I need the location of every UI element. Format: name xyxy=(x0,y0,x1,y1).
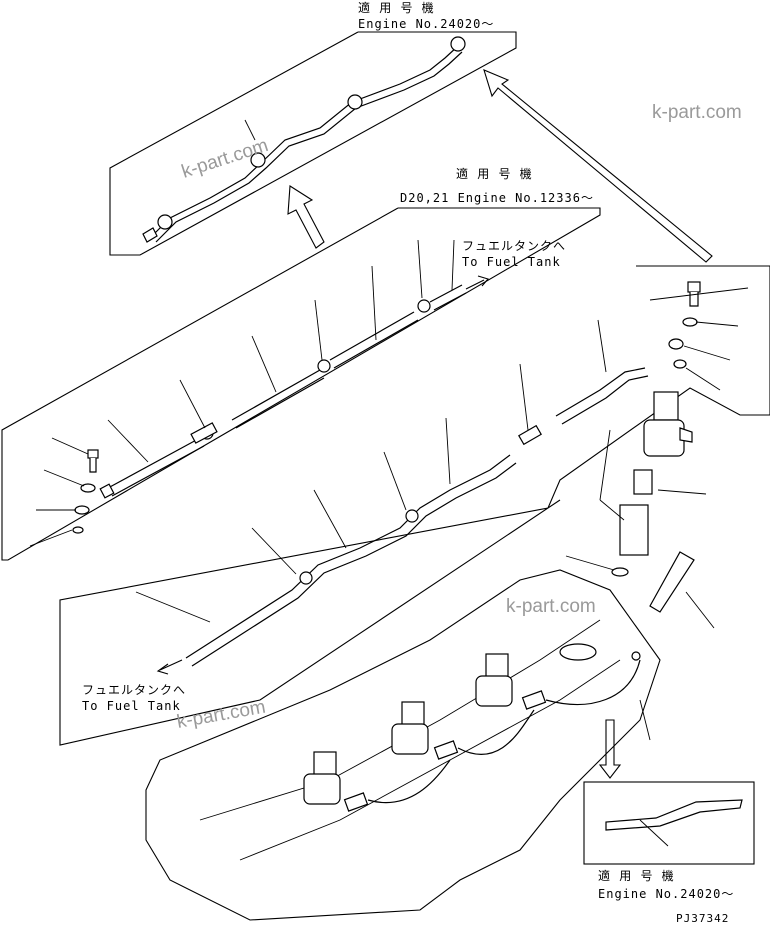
banjo-fitting-top-4 xyxy=(450,36,466,52)
injector-2 xyxy=(391,701,459,760)
up-arrow-to-top-panel xyxy=(287,185,325,249)
banjo-mid-2 xyxy=(317,359,331,373)
injector-3 xyxy=(475,653,547,710)
middle-panel-serial-label-en: D20,21 Engine No.12336～ xyxy=(400,191,594,205)
head-port xyxy=(559,643,597,661)
cylinder-head xyxy=(145,569,661,921)
fuel-tank-label-en-1: To Fuel Tank xyxy=(462,255,561,269)
bottom-serial-label-jp: 適 用 号 機 xyxy=(598,868,675,883)
leakoff-tube-1 xyxy=(367,759,451,804)
return-pipe-top xyxy=(149,45,459,239)
watermark-4: k-part.com xyxy=(175,697,267,733)
banjo-lower-1 xyxy=(299,571,313,585)
fuel-injector-assembly xyxy=(611,391,695,613)
drawing-number: PJ37342 xyxy=(676,912,729,925)
banjo-fitting-top-2 xyxy=(250,152,266,168)
clip-part xyxy=(605,799,743,831)
nozzle-holder xyxy=(649,551,695,613)
fuel-tank-label-jp-2: フュエルタンクへ xyxy=(82,683,186,697)
top-panel-serial-label-en: Engine No.24020～ xyxy=(358,17,494,31)
bolt-and-washers-left xyxy=(72,449,99,534)
banjo-fitting-top-1 xyxy=(157,214,173,230)
middle-panel-serial-label-jp: 適 用 号 機 xyxy=(456,166,533,181)
fuel-tank-arrow-1 xyxy=(465,279,485,290)
injector-1 xyxy=(303,751,369,812)
connector-lower xyxy=(518,424,542,446)
banjo-lower-2 xyxy=(405,509,419,523)
top-panel-serial-label-jp: 適 用 号 機 xyxy=(358,0,435,15)
leakoff-tube-3 xyxy=(545,659,641,706)
fuel-tank-label-jp-1: フュエルタンクへ xyxy=(462,239,566,253)
return-pipe-lower xyxy=(185,454,511,659)
middle-panel: 適 用 号 機 D20,21 Engine No.12336～ フュエルタンクへ… xyxy=(1,166,601,561)
leakoff-tube-2 xyxy=(457,709,535,755)
banjo-mid-3 xyxy=(417,299,431,313)
fuel-tank-arrow-2 xyxy=(159,659,183,671)
top-panel: 適 用 号 機 Engine No.24020～ xyxy=(109,0,517,256)
fuel-tank-label-en-2: To Fuel Tank xyxy=(82,699,181,713)
bottom-serial-label-en: Engine No.24020～ xyxy=(598,887,734,901)
detail-box xyxy=(583,781,755,865)
up-arrow-to-top-panel-long xyxy=(483,69,713,263)
lower-panel: フュエルタンクへ To Fuel Tank xyxy=(59,265,770,746)
watermark-3: k-part.com xyxy=(506,596,596,617)
down-arrow xyxy=(598,719,622,779)
bolt-and-washers-right xyxy=(668,281,701,369)
bottom-right-panel: 適 用 号 機 Engine No.24020～ PJ37342 xyxy=(583,719,755,925)
direction-arrows xyxy=(287,69,713,263)
banjo-fitting-top-3 xyxy=(347,94,363,110)
watermark-2: k-part.com xyxy=(652,102,742,123)
